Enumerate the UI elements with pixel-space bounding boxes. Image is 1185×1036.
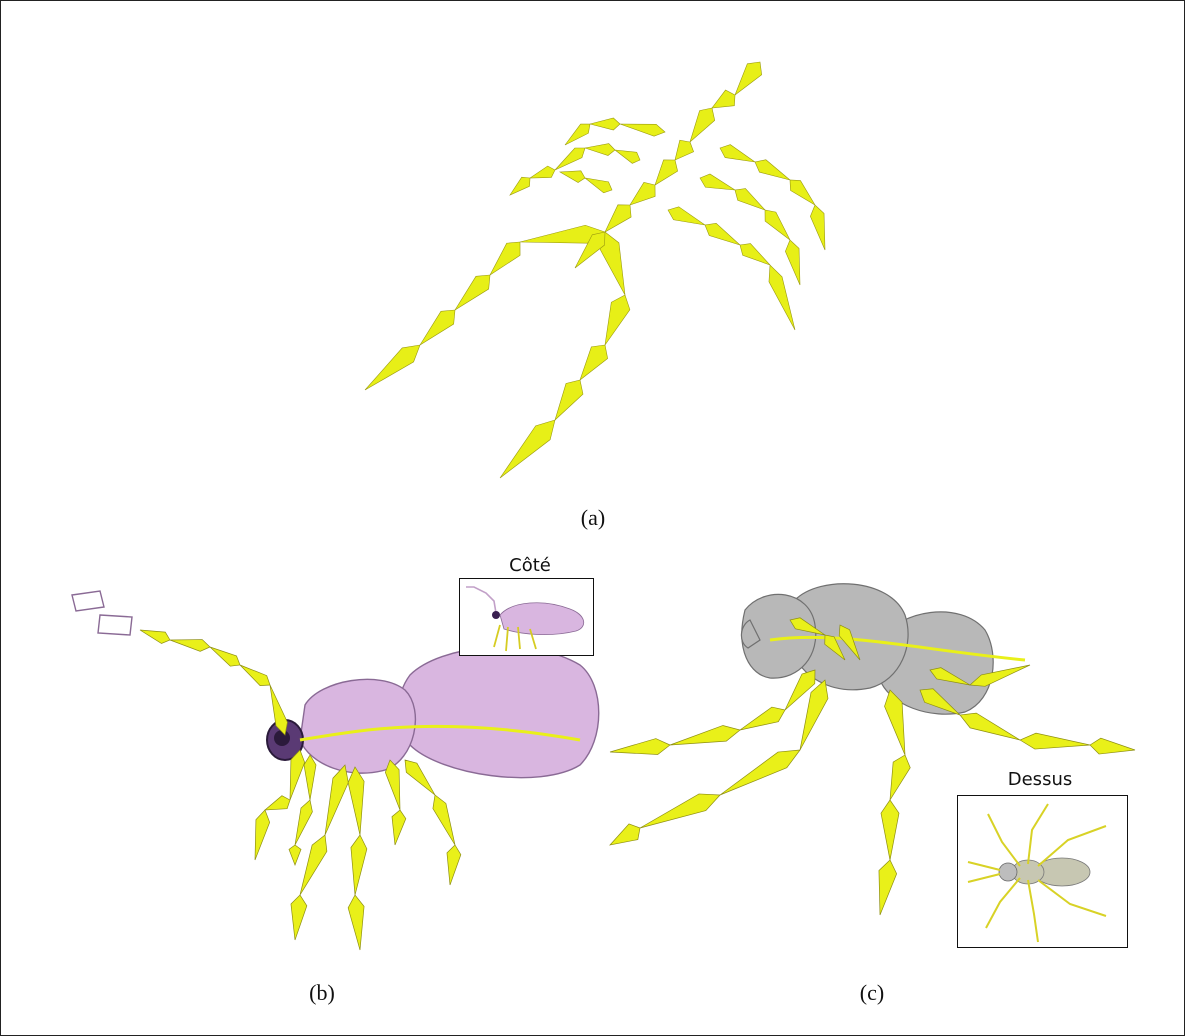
leg-bone bbox=[392, 810, 406, 845]
caption-c: (c) bbox=[842, 980, 902, 1006]
spine-bone bbox=[712, 90, 735, 108]
leg-bone bbox=[700, 174, 735, 190]
leg-bone bbox=[610, 824, 640, 845]
leg-bone bbox=[881, 800, 899, 860]
inset-head bbox=[492, 611, 500, 619]
leg-bone bbox=[810, 205, 825, 250]
antenna-bone bbox=[615, 150, 640, 163]
leg-bone bbox=[960, 713, 1020, 740]
leg-bone bbox=[289, 845, 301, 865]
leg-bone bbox=[295, 800, 312, 845]
leg-bone bbox=[291, 895, 307, 940]
leg-bone bbox=[555, 380, 583, 420]
leg-bone bbox=[765, 210, 790, 240]
inset-antenna bbox=[466, 587, 496, 613]
leg-bone bbox=[348, 767, 364, 835]
leg-bone bbox=[1020, 733, 1090, 749]
antenna-bone bbox=[585, 144, 615, 156]
leg-bone bbox=[304, 755, 316, 800]
leg-bone bbox=[769, 265, 795, 330]
leg-bone bbox=[605, 295, 630, 345]
leg-bone bbox=[580, 345, 608, 380]
leg-bone bbox=[890, 755, 910, 800]
leg-bone bbox=[265, 796, 290, 810]
leg-bone bbox=[385, 760, 400, 810]
antenna-bone bbox=[565, 124, 590, 145]
antenna-bone bbox=[555, 148, 585, 170]
inset-label-top: Dessus bbox=[995, 769, 1085, 790]
leg-bone bbox=[740, 707, 785, 730]
antenna-bone bbox=[590, 118, 620, 130]
spine-bone bbox=[735, 62, 762, 95]
antenna-segment bbox=[98, 615, 132, 635]
leg-bone bbox=[668, 207, 705, 225]
leg-bone bbox=[755, 160, 790, 180]
leg-bone bbox=[365, 345, 420, 390]
spine-bone bbox=[655, 160, 678, 185]
skeleton-panel-a bbox=[0, 0, 1185, 500]
leg-bone bbox=[670, 725, 740, 745]
leg-bone bbox=[785, 240, 800, 285]
antenna-bone bbox=[170, 640, 210, 652]
inset-body bbox=[500, 603, 584, 635]
leg-bone bbox=[455, 275, 490, 310]
spine-bone bbox=[675, 140, 694, 160]
leg-bone bbox=[447, 845, 461, 885]
inset-label-side: Côté bbox=[500, 555, 560, 576]
antenna-bone bbox=[560, 171, 585, 183]
spine-bone bbox=[605, 205, 631, 232]
leg-bone bbox=[610, 739, 670, 755]
leg-bone bbox=[420, 310, 455, 345]
leg-bone bbox=[300, 835, 327, 895]
antenna-bone bbox=[620, 124, 665, 136]
leg-bone bbox=[490, 242, 520, 275]
leg-bone bbox=[1090, 738, 1135, 754]
antenna-segment bbox=[72, 591, 104, 611]
leg-bone bbox=[720, 145, 755, 162]
leg-bone bbox=[500, 420, 555, 478]
leg-bone bbox=[405, 760, 435, 795]
leg-bone bbox=[255, 810, 270, 860]
leg-bone bbox=[720, 750, 800, 795]
leg-bone bbox=[879, 860, 897, 915]
antenna-bone bbox=[510, 177, 530, 195]
antenna-bone bbox=[530, 166, 555, 178]
leg-bone bbox=[735, 189, 765, 210]
leg-bone bbox=[348, 895, 364, 950]
inset-head bbox=[999, 863, 1017, 881]
antenna-bone bbox=[140, 630, 170, 643]
leg-bone bbox=[790, 180, 815, 205]
antenna-bone bbox=[240, 665, 270, 686]
spine-bone bbox=[690, 108, 715, 142]
antenna-bone bbox=[585, 178, 612, 193]
inset-top-view bbox=[957, 795, 1128, 948]
leg-bone bbox=[640, 794, 720, 828]
abdomen bbox=[399, 647, 599, 778]
inset-side-view bbox=[459, 578, 594, 656]
antenna-bone bbox=[210, 647, 240, 666]
leg-bone bbox=[740, 244, 770, 265]
leg-bone bbox=[325, 765, 348, 835]
leg-bone bbox=[351, 835, 367, 895]
leg-bone bbox=[705, 223, 740, 245]
spine-bone bbox=[630, 182, 655, 205]
leg-bone bbox=[433, 795, 455, 845]
caption-b: (b) bbox=[292, 980, 352, 1006]
caption-a: (a) bbox=[563, 505, 623, 531]
